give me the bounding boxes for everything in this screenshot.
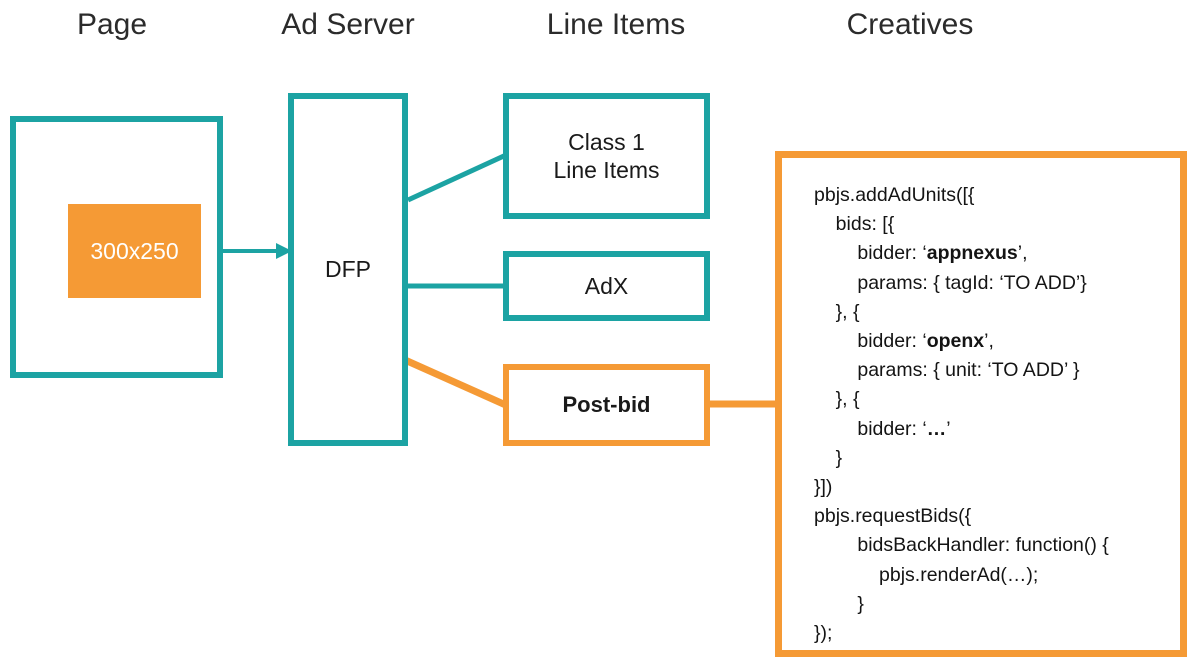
code-line: }, {	[835, 388, 860, 411]
class1-line-items-box[interactable]: Class 1 Line Items	[503, 93, 710, 219]
column-header-page: Page	[76, 8, 148, 41]
code-line: }	[835, 446, 843, 469]
code-line: params: { tagId: ‘TO ADD’}	[857, 271, 1087, 294]
code-line: params: { unit: ‘TO ADD’ }	[857, 359, 1080, 382]
connector-dfp-to-class1	[406, 152, 508, 203]
connector-dfp-to-postbid	[403, 356, 510, 410]
column-header-creatives: Creatives	[846, 8, 974, 41]
post-bid-box[interactable]: Post-bid	[503, 364, 710, 446]
class1-line-items-label: Class 1 Line Items	[553, 128, 660, 183]
code-line: bids: [{	[835, 213, 895, 236]
post-bid-label: Post-bid	[562, 391, 651, 417]
dfp-label: DFP	[325, 256, 371, 283]
dfp-box[interactable]: DFP	[288, 93, 408, 446]
column-header-ad-server: Ad Server	[281, 8, 415, 41]
code-line: bidder: ‘…’	[857, 417, 951, 440]
code-line: }])	[814, 476, 833, 499]
code-line: pbjs.renderAd(…);	[879, 563, 1039, 586]
adx-label: AdX	[584, 272, 629, 299]
adx-box[interactable]: AdX	[503, 251, 710, 321]
code-line: bidder: ‘openx’,	[857, 330, 994, 353]
ad-slot-300x250[interactable]: 300x250	[68, 204, 201, 298]
code-line: bidsBackHandler: function() {	[857, 534, 1109, 557]
code-line: bidder: ‘appnexus’,	[857, 242, 1028, 265]
code-line: }, {	[835, 300, 860, 323]
code-line: }	[857, 592, 864, 615]
code-line: pbjs.addAdUnits([{	[814, 184, 975, 206]
creatives-code-box: pbjs.addAdUnits([{ bids: [{ bidder: ‘app…	[775, 151, 1187, 657]
code-line: });	[814, 622, 833, 645]
column-header-line-items: Line Items	[546, 8, 686, 41]
code-line: pbjs.requestBids({	[814, 505, 972, 528]
creatives-code-listing: pbjs.addAdUnits([{ bids: [{ bidder: ‘app…	[814, 181, 1109, 648]
ad-slot-label: 300x250	[90, 237, 179, 264]
